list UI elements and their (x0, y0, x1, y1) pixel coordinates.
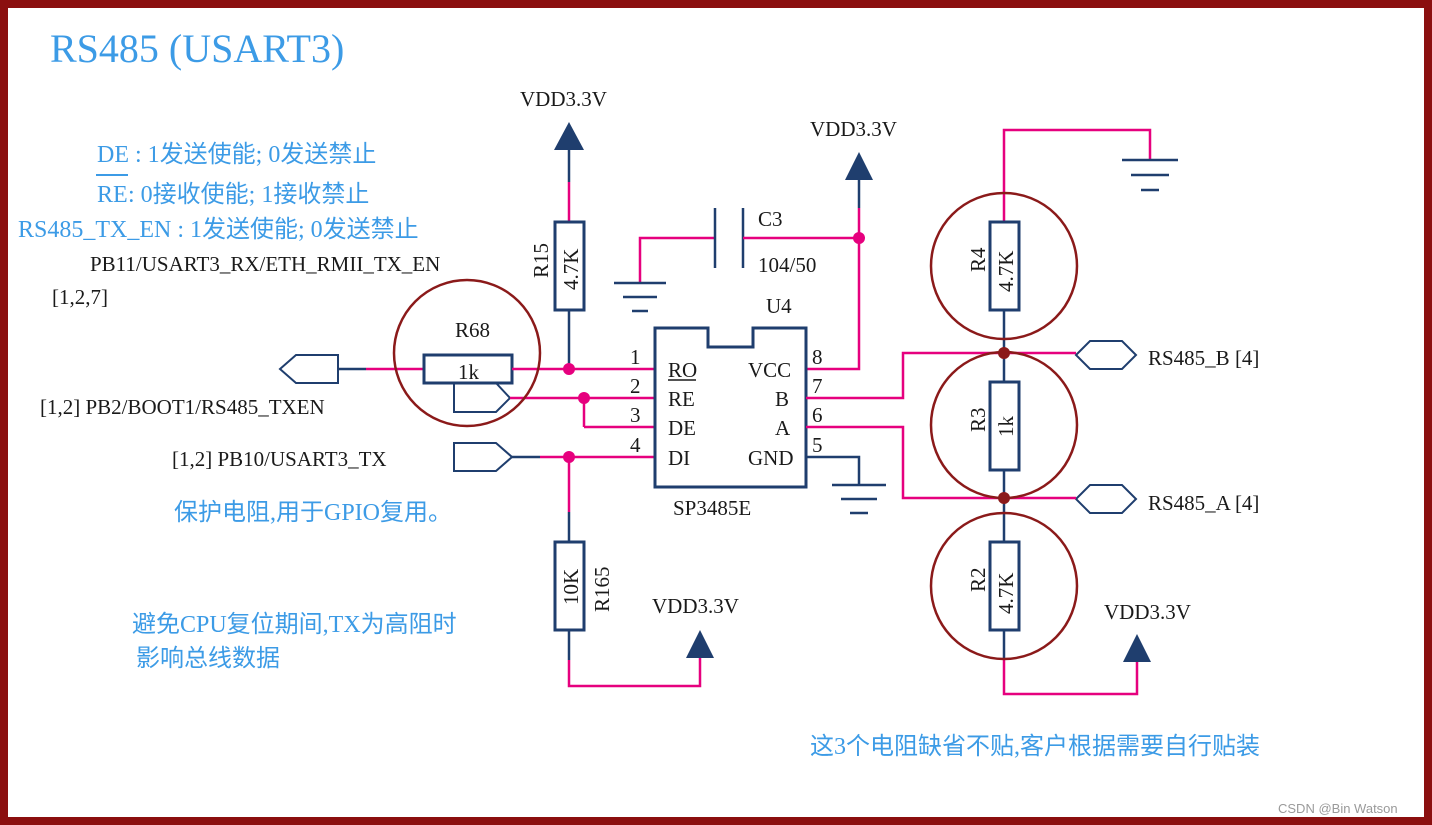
net-label-b: RS485_B [4] (1148, 346, 1259, 370)
c3-value: 104/50 (758, 253, 816, 277)
vdd-arrow-r165 (686, 630, 714, 658)
wire-r4-gnd (1002, 128, 1152, 222)
r165-value: 10K (559, 569, 583, 605)
junction-vcc (853, 232, 865, 244)
resistor-r68 (422, 353, 514, 385)
resistor-r2 (988, 540, 1021, 632)
net-label-rx: PB11/USART3_RX/ETH_RMII_TX_EN (90, 252, 440, 276)
net-label-txen: [1,2] PB2/BOOT1/RS485_TXEN (40, 395, 325, 419)
junction-b (998, 347, 1010, 359)
wire-bus-a (806, 425, 1076, 500)
vdd-label-c3: VDD3.3V (810, 117, 897, 141)
wire-vcc (806, 208, 861, 371)
r68-value: 1k (458, 360, 480, 384)
port-tx (453, 442, 514, 472)
vdd-arrow-c3 (845, 152, 873, 180)
pin-num-6: 6 (812, 403, 823, 427)
pin-name-de: DE (668, 416, 696, 440)
r15-value: 4.7K (559, 249, 583, 290)
r2-ref: R2 (966, 567, 990, 592)
highlight-circle-r4 (929, 191, 1079, 341)
r4-ref: R4 (966, 247, 990, 272)
r3-ref: R3 (966, 407, 990, 432)
vdd-label-r2: VDD3.3V (1104, 600, 1191, 624)
u4-ref: U4 (766, 294, 792, 318)
net-label-tx: [1,2] PB10/USART3_TX (172, 447, 387, 471)
wire-c3-gnd (638, 236, 715, 283)
note-txen: RS485_TX_EN : 1发送使能; 0发送禁止 (18, 216, 419, 243)
resistor-r3 (988, 380, 1021, 472)
net-label-a: RS485_A [4] (1148, 491, 1259, 515)
vdd-label-r165: VDD3.3V (652, 594, 739, 618)
resistor-r165 (553, 540, 586, 632)
junction-ro (563, 363, 575, 375)
r165-ref: R165 (590, 566, 614, 612)
junction-a (998, 492, 1010, 504)
vdd-label-r15: VDD3.3V (520, 87, 607, 111)
wire-r165-vdd (567, 658, 702, 688)
pin-name-vcc: VCC (748, 358, 791, 382)
port-txen (453, 382, 512, 413)
pin-num-7: 7 (812, 374, 823, 398)
c3-ref: C3 (758, 207, 783, 231)
note-de: DE : 1发送使能; 0发送禁止 (97, 141, 376, 168)
note-re-prefix: RE (97, 182, 128, 208)
wire-r2-vdd (1002, 660, 1139, 696)
pin-num-3: 3 (630, 403, 641, 427)
u4-part: SP3485E (673, 496, 751, 520)
pin-num-4: 4 (630, 433, 641, 457)
r2-value: 4.7K (994, 573, 1018, 614)
pin-name-gnd: GND (748, 446, 794, 470)
note-avoid-line2: 影响总线数据 (136, 645, 280, 672)
pin-name-re: RE (668, 387, 695, 411)
wire-ic-gnd (806, 455, 861, 485)
pin-num-5: 5 (812, 433, 823, 457)
r4-value: 4.7K (994, 251, 1018, 292)
port-b (1074, 340, 1138, 370)
note-default-nc: 这3个电阻缺省不贴,客户根据需要自行贴装 (810, 733, 1260, 760)
pin-num-8: 8 (812, 345, 823, 369)
resistor-r4 (988, 220, 1021, 312)
r3-value: 1k (994, 416, 1018, 438)
r15-ref: R15 (529, 243, 553, 278)
pin-num-1: 1 (630, 345, 641, 369)
highlight-circle-r68 (392, 278, 542, 428)
ic-u4-body (653, 326, 808, 489)
pin-name-ro: RO (668, 358, 697, 382)
port-a (1074, 484, 1138, 514)
pin-num-2: 2 (630, 374, 641, 398)
note-protect: 保护电阻,用于GPIO复用。 (174, 499, 452, 526)
port-rx (278, 354, 339, 384)
pin-name-a: A (775, 416, 791, 440)
note-avoid-line1: 避免CPU复位期间,TX为高阻时 (132, 611, 457, 638)
pin-name-b: B (775, 387, 789, 411)
note-re: : 0接收使能; 1接收禁止 (128, 181, 369, 208)
highlight-circle-r2 (929, 511, 1079, 661)
net-ref-rx: [1,2,7] (52, 285, 108, 309)
vdd-arrow-r15 (554, 122, 584, 150)
pin-name-di: DI (668, 446, 690, 470)
watermark: CSDN @Bin Watson (1278, 801, 1398, 816)
page-title: RS485 (USART3) (50, 26, 344, 71)
r68-ref: R68 (455, 318, 490, 342)
vdd-arrow-r2 (1123, 634, 1151, 662)
